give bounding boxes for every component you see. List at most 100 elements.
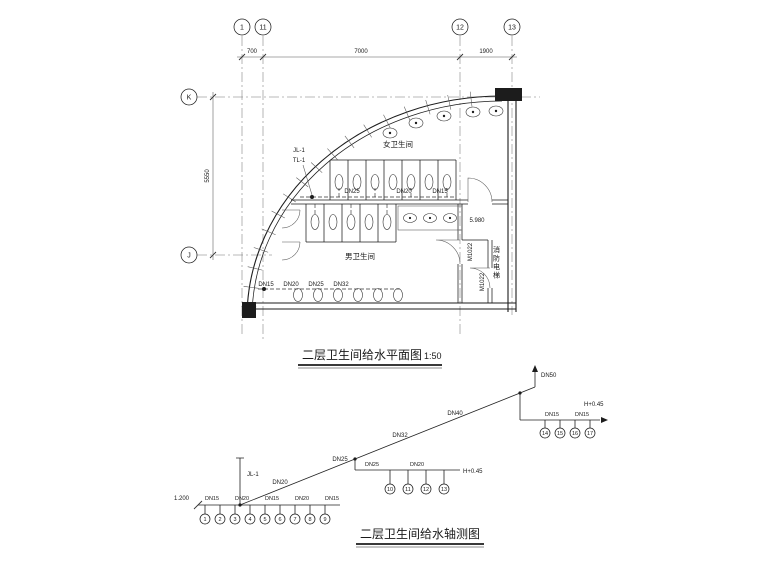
pipe-size-label: DN20 [396,189,412,195]
axis-label: J [187,253,191,260]
svg-text:5: 5 [263,517,266,523]
door-swing-womens [467,177,493,203]
door-swing-entry [281,209,301,261]
svg-text:4: 4 [248,517,251,523]
riser-label: TL-1 [293,158,306,164]
fixture-tag: 9 [319,513,331,525]
fixture-drops [204,505,326,514]
wall-basins [382,105,504,139]
fixture-tag: 8 [304,513,316,525]
stall-partitions [329,159,457,200]
elevation-label: H+0.45 [584,402,604,408]
pipe-size-label: DN15 [265,496,279,502]
partition-small-room [462,239,493,303]
room-label-right: 消防电梯 [493,245,501,280]
svg-text:1: 1 [203,517,206,523]
lavatory-counter [397,205,463,231]
door-swing-small-room [469,267,491,289]
plan-title: 二层卫生间给水平面图 [302,348,422,362]
fixture-tag: 2 [214,513,226,525]
fixture-tag: 7 [289,513,301,525]
squat-toilet-symbols [334,174,452,190]
curved-wall [241,91,503,319]
arrowhead-right-icon [601,417,608,423]
axis-label: 13 [508,25,516,32]
svg-text:16: 16 [572,431,578,437]
axon-view: DN50 DN20 DN25 DN32 DN40 JL-1 1.200 DN15… [174,365,608,548]
fixture-tag: 6 [274,513,286,525]
partition-horizontal [291,199,508,205]
axis-marker-K: K [180,88,198,106]
axis-label: 12 [456,25,464,32]
svg-text:11: 11 [405,487,411,493]
fixture-tag: 17 [584,427,596,439]
room-label-mens: 男卫生间 [345,251,375,261]
axon-bottom-manifold: 1.200 DN15 DN20 DN15 DN20 DN15 1 2 3 4 5… [174,496,340,525]
dimension-left: 5550 [205,92,217,260]
fixture-tag: 1 [199,513,211,525]
pipe-size-label: DN15 [432,189,448,195]
pipe-size-label: DN20 [295,496,309,502]
fixture-drops [544,420,591,428]
pipe-size-label: DN32 [333,282,349,288]
fixture-tag: 10 [384,483,396,495]
wall-end-block [242,302,256,318]
svg-text:15: 15 [557,431,563,437]
axis-label: 1 [240,25,244,32]
axis-marker-12: 12 [451,18,469,36]
door-code: M1022 [468,242,474,261]
axon-title: 二层卫生间给水轴测图 [360,526,480,541]
plan-scale: 1:50 [424,351,442,361]
pipe-size-label: DN20 [235,496,249,502]
pipe-size-label: DN15 [205,496,219,502]
pipe-branches [314,188,448,214]
axis-marker-J: J [180,246,198,264]
plan-view: 1 11 12 13 K J 700 7000 1900 5550 [180,18,540,369]
interior-partitions [291,199,508,303]
room-label-womens: 女卫生间 [383,139,413,149]
axis-marker-1: 1 [233,18,251,36]
dimension-top: 700 7000 1900 [237,49,517,61]
axon-riser [236,457,244,505]
axon-right-manifold: DN15 DN15 H+0.45 14 15 16 17 [518,391,608,439]
pipe-size-label: DN25 [344,189,360,195]
bottom-wall [250,302,516,310]
pipe-size-label: DN25 [332,457,348,463]
pipe-size-label: DN15 [258,282,274,288]
fixture-tag: 5 [259,513,271,525]
riser-symbol [262,287,266,291]
plan-piping: JL-1 TL-1 DN15 DN20 DN25 DN32 DN25 DN20 … [258,148,455,291]
riser-leader [302,164,313,196]
svg-text:3: 3 [233,517,236,523]
axis-label: K [187,95,192,102]
womens-stalls [329,159,457,200]
fixture-tag: 12 [420,483,432,495]
mens-stalls [305,204,397,243]
door-swing-lobby [435,239,461,265]
fixture-tag: 15 [554,427,566,439]
urinals [293,288,403,302]
fixture-tag: 3 [229,513,241,525]
fixture-drops [389,470,445,484]
fixture-tag: 14 [539,427,551,439]
dim-text-5550: 5550 [205,169,211,183]
dim-text-700: 700 [247,49,258,55]
svg-text:8: 8 [308,517,311,523]
svg-text:13: 13 [441,487,447,493]
partition-lobby [457,204,463,303]
elevation-label: 5.980 [469,218,485,224]
axon-main-pipe [239,386,536,506]
svg-text:14: 14 [542,431,548,437]
dim-text-1900: 1900 [479,49,493,55]
axon-title-block: 二层卫生间给水轴测图 [356,526,484,548]
arrowhead-up-icon [532,365,538,372]
pipe-size-label: DN40 [447,411,463,417]
svg-text:17: 17 [587,431,593,437]
svg-text:2: 2 [218,517,221,523]
fixture-tag: 4 [244,513,256,525]
svg-text:12: 12 [423,487,429,493]
door-code: M1022 [480,272,486,291]
svg-text:6: 6 [278,517,281,523]
